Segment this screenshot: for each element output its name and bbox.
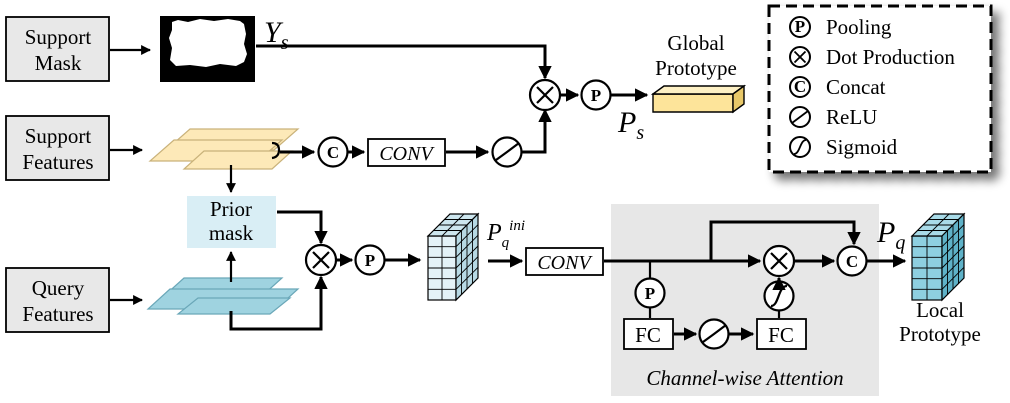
sigmoid-op-1: [763, 280, 795, 312]
query-grid-cube: [426, 212, 480, 302]
svg-text:CONV: CONV: [537, 252, 593, 274]
svg-text:FC: FC: [635, 323, 661, 347]
feature-brace: [271, 141, 281, 160]
prior-mask-label-2: mask: [209, 221, 254, 245]
support-mask-label-1: Support: [25, 25, 92, 49]
fc-block-1: FC: [623, 318, 674, 350]
svg-text:C: C: [327, 143, 339, 162]
support-mask-image: [160, 16, 255, 82]
arrow-skip-to-concat: [709, 220, 861, 261]
conv-block-1: CONV: [367, 138, 446, 167]
conv-block-2: CONV: [525, 247, 604, 276]
svg-text:Pooling: Pooling: [826, 15, 892, 39]
query-features-label-1: Query: [32, 276, 85, 300]
query-features-label-2: Features: [22, 302, 93, 326]
prior-mask-box: [187, 196, 276, 248]
support-features-label-2: Features: [22, 150, 93, 174]
concat-op-1: C: [317, 136, 349, 168]
legend: P Pooling Dot Production C Concat ReLU S…: [767, 4, 993, 174]
local-prototype-label-2: Prototype: [899, 322, 981, 346]
svg-text:CONV: CONV: [379, 143, 435, 165]
concat-op-2: C: [836, 245, 868, 277]
arrow-mask-to-dot: [256, 44, 552, 80]
support-features-label-1: Support: [25, 124, 92, 148]
query-features-box: Query Features: [5, 267, 110, 333]
svg-text:Dot Production: Dot Production: [826, 45, 955, 69]
pqini-symbol: Pqini: [486, 218, 525, 251]
legend-item-concat: C Concat: [789, 75, 886, 99]
query-feature-stack: [146, 277, 300, 315]
support-mask-box: Support Mask: [5, 16, 110, 82]
ys-symbol: Ys: [264, 16, 289, 54]
pool-op-query: P: [354, 244, 386, 276]
ps-symbol: Ps: [617, 106, 644, 144]
svg-text:P: P: [591, 86, 601, 105]
relu-op-2: [698, 318, 730, 350]
svg-text:ReLU: ReLU: [826, 105, 877, 129]
svg-text:FC: FC: [768, 323, 794, 347]
svg-text:Sigmoid: Sigmoid: [826, 135, 898, 159]
legend-item-pooling: P Pooling: [789, 15, 892, 39]
pool-op-global: P: [580, 79, 612, 111]
support-mask-label-2: Mask: [35, 51, 82, 75]
legend-item-relu: ReLU: [789, 105, 877, 129]
svg-text:P: P: [795, 17, 805, 36]
support-features-box: Support Features: [5, 115, 110, 181]
local-prototype-label-1: Local: [916, 298, 964, 322]
arrow-query-to-dot: [229, 275, 328, 331]
svg-text:P: P: [365, 251, 375, 270]
legend-item-sigmoid: Sigmoid: [789, 135, 898, 159]
prior-mask-label-1: Prior: [210, 197, 252, 221]
pq-symbol: Pq: [876, 216, 905, 254]
local-prototype-cube: [910, 212, 966, 302]
global-prototype-bar: [650, 84, 747, 114]
support-feature-stack: [148, 128, 300, 170]
dot-op-global: [528, 78, 562, 112]
fc-block-2: FC: [756, 318, 807, 350]
svg-text:C: C: [846, 252, 858, 271]
arrow-prior-to-dot: [277, 210, 328, 245]
arrow-relu-to-dot: [522, 108, 552, 154]
attention-title: Channel-wise Attention: [646, 366, 843, 390]
global-prototype-label-1: Global: [667, 31, 724, 55]
legend-item-dot: Dot Production: [789, 45, 955, 69]
pool-op-attn: P: [634, 277, 666, 309]
svg-text:P: P: [645, 284, 655, 303]
svg-text:C: C: [794, 77, 806, 96]
dot-op-attn: [762, 244, 796, 278]
svg-text:Concat: Concat: [826, 75, 886, 99]
relu-op-1: [491, 136, 523, 168]
global-prototype-label-2: Prototype: [655, 56, 737, 80]
dot-op-query: [304, 243, 338, 277]
